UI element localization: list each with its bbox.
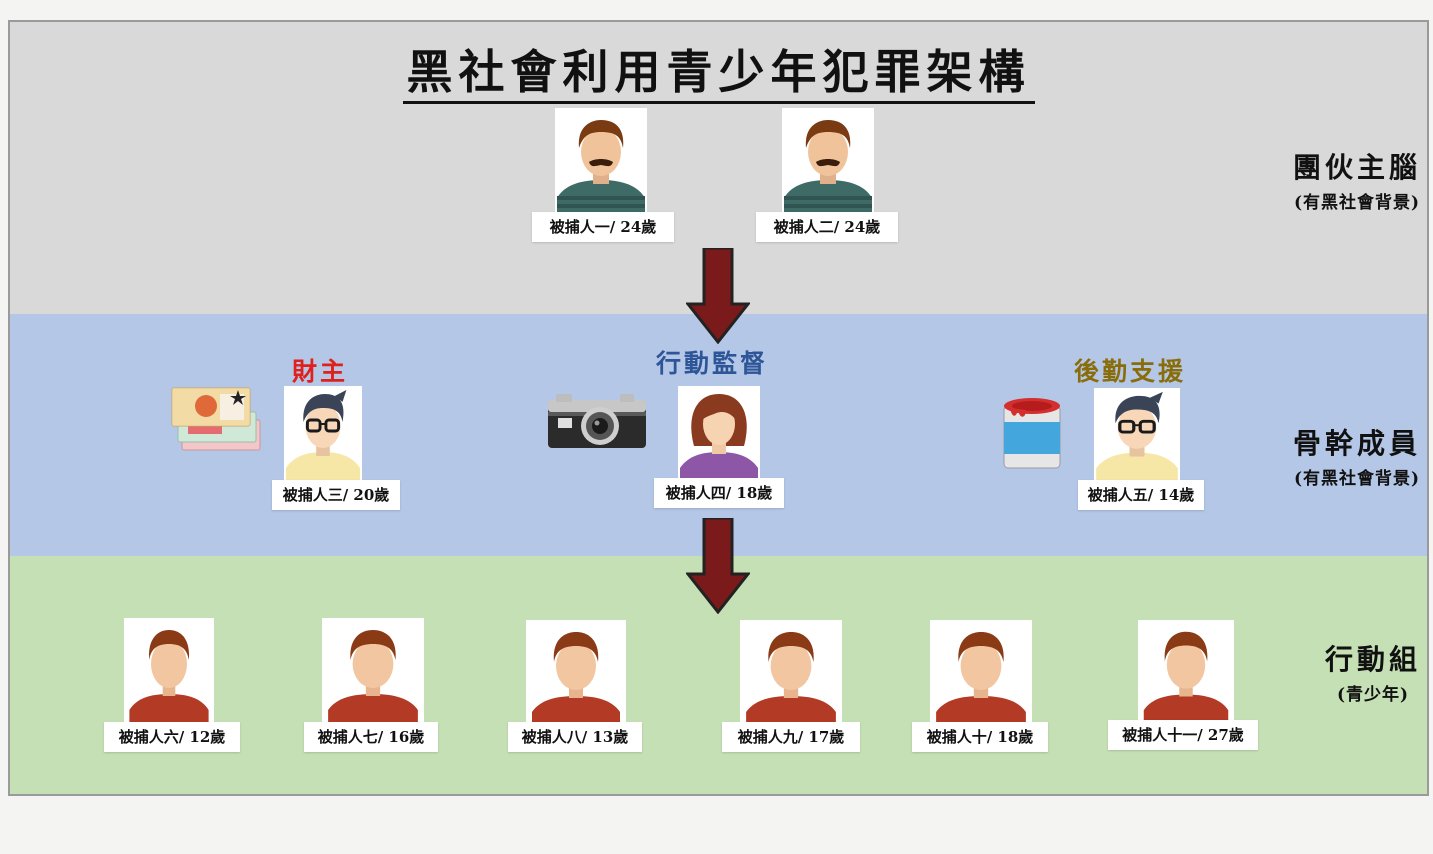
person-photo-p11 — [1138, 620, 1234, 722]
woman-avatar-icon — [680, 394, 758, 480]
person-caption-p5: 被捕人五/ 14歲 — [1078, 480, 1204, 510]
person-caption-p2: 被捕人二/ 24歲 — [756, 212, 898, 242]
youth-avatar-icon — [532, 632, 620, 724]
role-logistics-label: 後勤支援 — [1074, 357, 1187, 386]
diagram-title: 黑社會利用青少年犯罪架構 — [10, 36, 1427, 104]
youth-avatar-icon — [746, 632, 836, 724]
tier-leaders: 團伙主腦 (有黑社會背景) — [1293, 146, 1421, 213]
person-photo-p6 — [124, 618, 214, 722]
tier-core-label: 骨幹成員 — [1292, 427, 1421, 460]
person-caption-p6: 被捕人六/ 12歲 — [104, 722, 240, 752]
person-photo-p1 — [555, 108, 647, 214]
man-avatar-icon — [557, 120, 645, 214]
person-photo-p9 — [740, 620, 842, 724]
banknotes-icon — [171, 387, 261, 451]
person-caption-p11: 被捕人十一/ 27歲 — [1108, 720, 1258, 750]
man-with-glasses-avatar-icon — [285, 390, 361, 482]
person-photo-p10 — [930, 620, 1032, 724]
tier-leaders-label: 團伙主腦 — [1292, 151, 1421, 184]
person-photo-p8 — [526, 620, 626, 724]
paint-can-icon — [1003, 398, 1061, 469]
tier-core: 骨幹成員 (有黑社會背景) — [1293, 422, 1421, 489]
tier-action-sub: (青少年) — [1336, 685, 1410, 705]
man-with-glasses-avatar-icon — [1096, 391, 1178, 482]
person-photo-p3 — [284, 386, 362, 482]
person-caption-p3: 被捕人三/ 20歲 — [272, 480, 400, 510]
tier-core-sub: (有黑社會背景) — [1293, 469, 1421, 489]
person-photo-p2 — [782, 108, 874, 214]
tier-action-label: 行動組 — [1324, 643, 1421, 676]
youth-avatar-icon — [129, 630, 209, 722]
person-caption-p10: 被捕人十/ 18歲 — [912, 722, 1048, 752]
person-caption-p9: 被捕人九/ 17歲 — [722, 722, 860, 752]
youth-avatar-icon — [328, 630, 418, 722]
tier-leaders-sub: (有黑社會背景) — [1293, 193, 1421, 213]
down-arrow-icon — [686, 248, 750, 344]
person-photo-p7 — [322, 618, 424, 722]
role-supervisor-label: 行動監督 — [656, 349, 769, 378]
person-caption-p1: 被捕人一/ 24歲 — [532, 212, 674, 242]
person-caption-p8: 被捕人八/ 13歲 — [508, 722, 642, 752]
camera-icon — [548, 394, 646, 448]
youth-avatar-icon — [1143, 631, 1229, 722]
person-caption-p7: 被捕人七/ 16歲 — [304, 722, 438, 752]
person-photo-p5 — [1094, 388, 1180, 482]
man-avatar-icon — [784, 120, 872, 214]
down-arrow-icon — [686, 518, 750, 614]
person-photo-p4 — [678, 386, 760, 480]
tier-action: 行動組 (青少年) — [1325, 638, 1421, 705]
youth-avatar-icon — [936, 632, 1026, 724]
role-financier-label: 財主 — [292, 357, 349, 386]
diagram-frame: 黑社會利用青少年犯罪架構 團伙主腦 (有黑社會背景) 骨幹成員 (有黑社會背景)… — [8, 20, 1429, 796]
person-caption-p4: 被捕人四/ 18歲 — [654, 478, 784, 508]
